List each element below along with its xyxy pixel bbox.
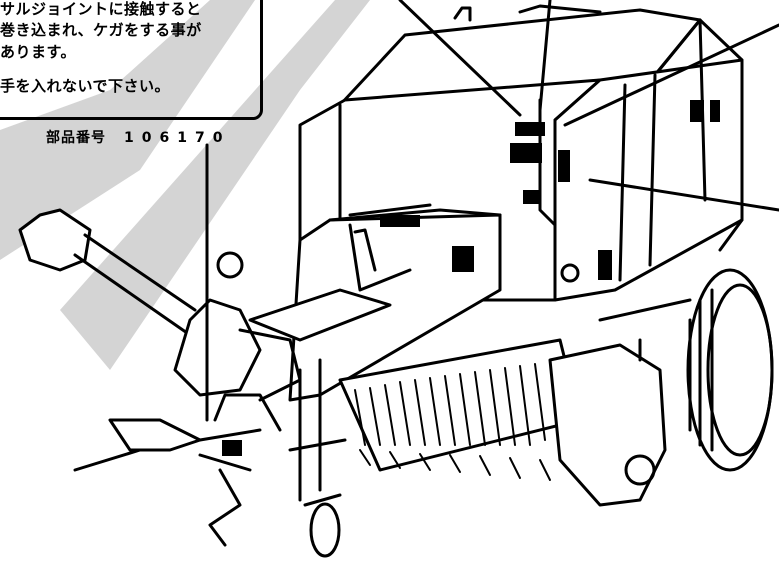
gray-highlight-stripes [0,0,370,370]
warning-line-1: サルジョイントに接触すると [0,0,202,18]
warning-line-2: 巻き込まれ、ケガをする事が [0,21,202,39]
warning-line-3: あります。 [0,43,77,61]
part-number-label: 部品番号 [46,130,106,146]
warning-decals [222,100,720,456]
warning-label-box [0,0,263,120]
part-number: 部品番号 106170 [46,127,230,147]
part-number-value: 106170 [124,130,231,146]
warning-line-4: 手を入れないで下さい。 [0,77,171,95]
